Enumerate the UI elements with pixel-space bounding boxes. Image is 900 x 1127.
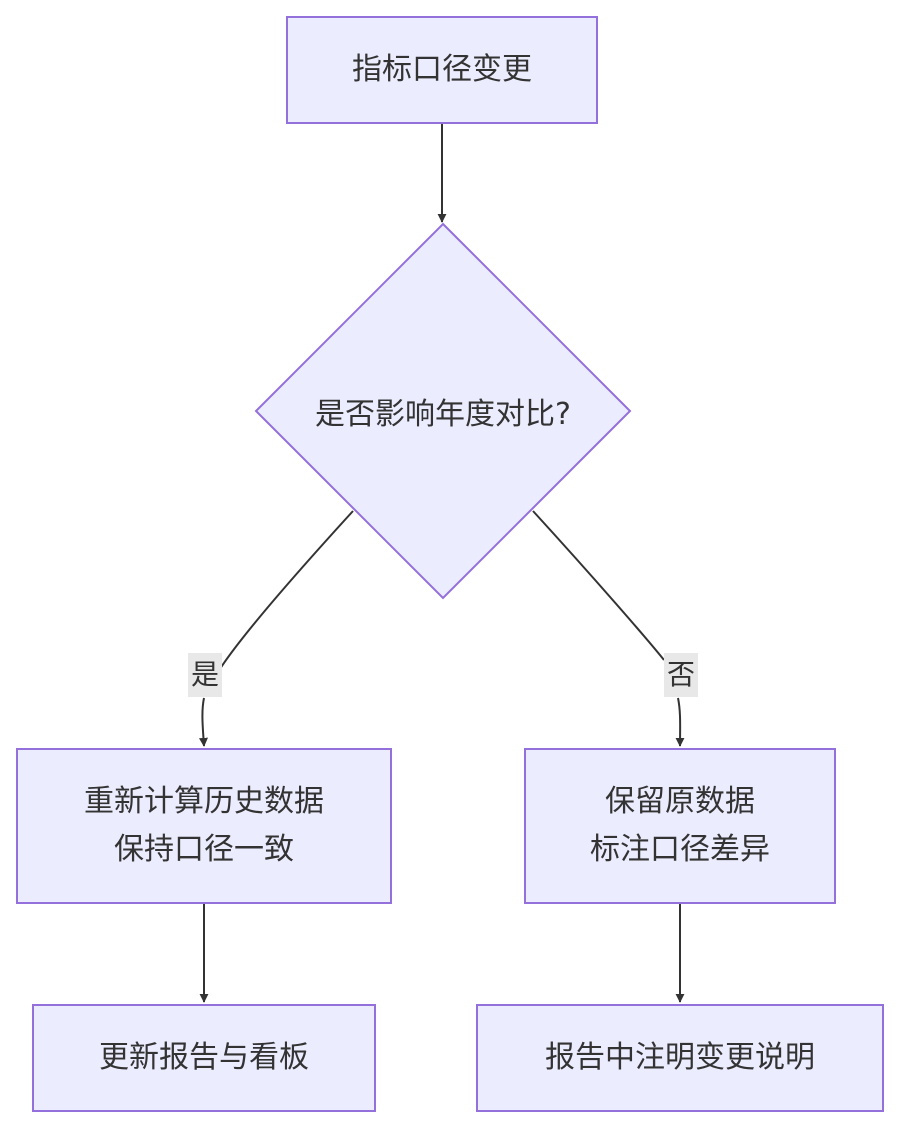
node-update-reports: 更新报告与看板 bbox=[32, 1004, 376, 1112]
edge-decision-to-recalc bbox=[202, 510, 354, 746]
node-keep-original: 保留原数据 标注口径差异 bbox=[524, 748, 836, 904]
node-keep-line2: 标注口径差异 bbox=[590, 832, 770, 867]
node-recalc-line2: 保持口径一致 bbox=[114, 832, 294, 867]
decision-diamond bbox=[254, 222, 632, 600]
edge-label-no: 否 bbox=[664, 653, 698, 697]
node-update-label: 更新报告与看板 bbox=[99, 1040, 309, 1075]
decision-label: 是否影响年度对比? bbox=[315, 397, 571, 432]
node-keep-line1: 保留原数据 bbox=[605, 784, 755, 819]
node-note-label: 报告中注明变更说明 bbox=[545, 1040, 815, 1075]
node-recalc-history: 重新计算历史数据 保持口径一致 bbox=[16, 748, 392, 904]
node-recalc-line1: 重新计算历史数据 bbox=[84, 784, 324, 819]
node-note-in-report: 报告中注明变更说明 bbox=[476, 1004, 884, 1112]
edge-label-yes: 是 bbox=[188, 653, 222, 697]
node-start-label: 指标口径变更 bbox=[352, 52, 532, 87]
edge-decision-to-keep bbox=[532, 510, 680, 746]
node-start: 指标口径变更 bbox=[286, 16, 598, 124]
